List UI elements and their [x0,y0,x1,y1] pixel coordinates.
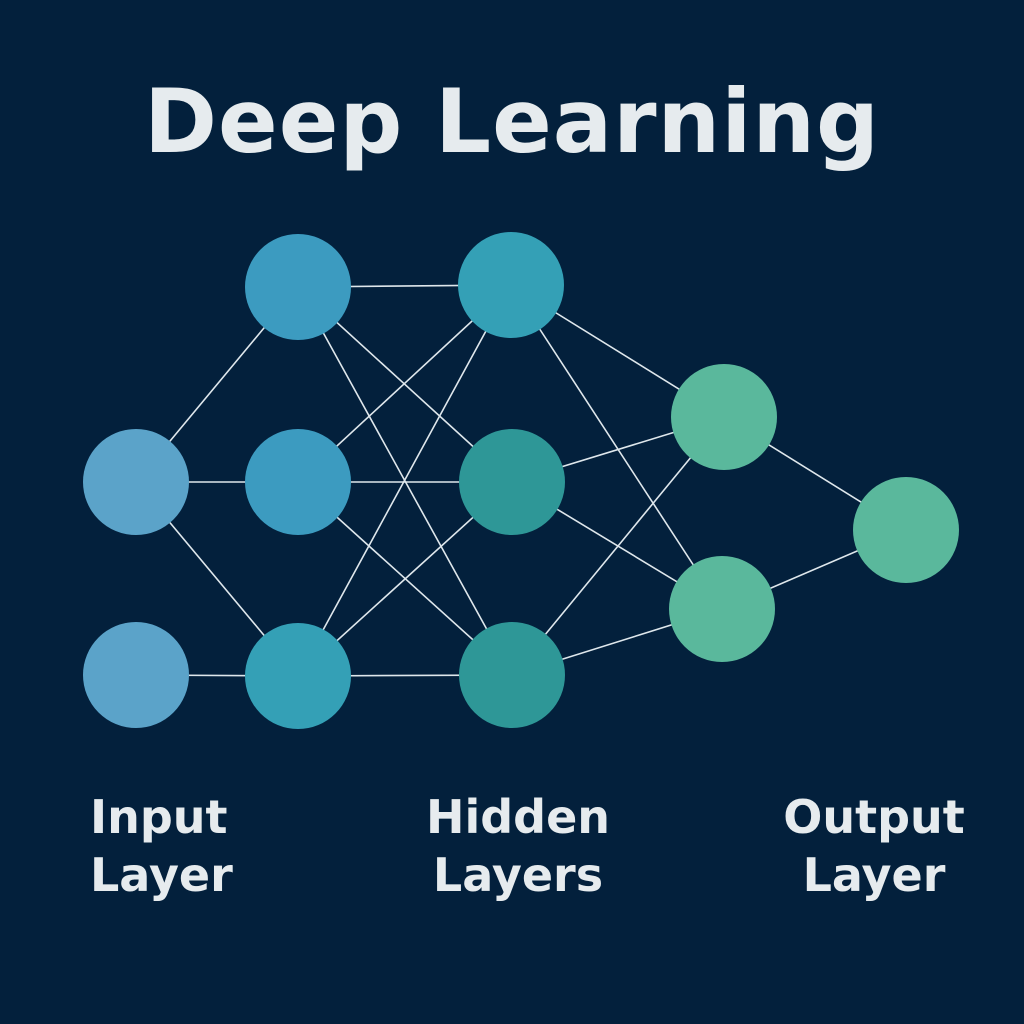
input-layer-label-line-1: Input [90,790,228,844]
hidden1-node-1 [245,234,351,340]
output-layer-label-line-2: Layer [802,848,946,902]
hidden1-node-2 [245,429,351,535]
input-layer-label-line-2: Layer [90,848,233,902]
input-node-2 [83,622,189,728]
hidden1-node-3 [245,623,351,729]
input-layer-label: Input Layer [90,788,233,904]
hidden2-node-3 [459,622,565,728]
hidden2-node-1 [458,232,564,338]
hidden3-node-2 [669,556,775,662]
hidden2-node-2 [459,429,565,535]
page-title: Deep Learning [143,70,881,173]
hidden3-node-1 [671,364,777,470]
edge-hidden1-2-hidden2-0 [297,284,512,677]
output-node-1 [853,477,959,583]
output-layer-label: Output Layer [776,788,972,904]
hidden-layers-label-line-1: Hidden [425,790,611,844]
hidden-layers-label-line-2: Layers [432,848,604,902]
edge-hidden2-0-hidden3-1 [510,284,723,610]
edge-hidden2-2-hidden3-0 [511,416,725,676]
input-node-1 [83,429,189,535]
output-layer-label-line-1: Output [783,790,965,844]
neurons [83,232,959,729]
hidden-layers-label: Hidden Layers [418,788,618,904]
